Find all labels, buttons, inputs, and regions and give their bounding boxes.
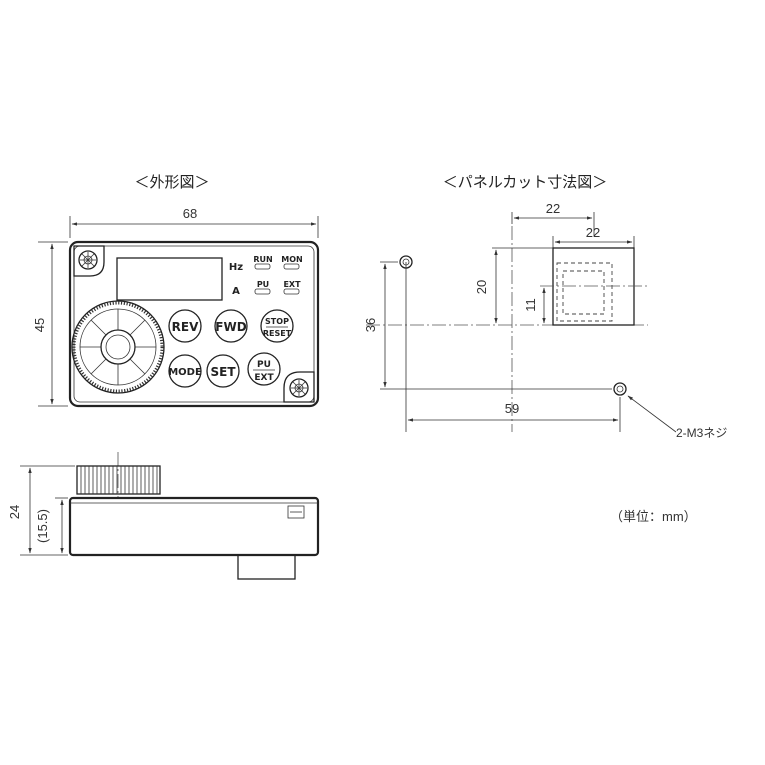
dim-20: 20 bbox=[474, 280, 489, 294]
outline-title: ＜外形図＞ bbox=[134, 173, 209, 191]
dim-22-top: 22 bbox=[546, 201, 560, 216]
dim-59: 59 bbox=[505, 401, 519, 416]
screw-top-left bbox=[73, 245, 105, 277]
mount-hole-bottom bbox=[613, 382, 627, 396]
display-window bbox=[116, 257, 223, 301]
body-inner-edge bbox=[73, 245, 315, 403]
svg-text:EXT: EXT bbox=[254, 373, 274, 383]
svg-text:FWD: FWD bbox=[215, 320, 246, 334]
svg-text:STOP: STOP bbox=[265, 317, 289, 326]
led-mon bbox=[283, 263, 300, 270]
label-pu: PU bbox=[257, 280, 269, 289]
dim-45: 45 bbox=[32, 318, 47, 332]
mount-hole-top bbox=[399, 255, 413, 269]
label-ext: EXT bbox=[283, 280, 301, 289]
label-mon: MON bbox=[281, 255, 302, 264]
dim-24: 24 bbox=[7, 505, 22, 519]
dim-15-5: (15.5) bbox=[35, 509, 50, 543]
label-run: RUN bbox=[253, 255, 272, 264]
unit-note: （単位：mm） bbox=[610, 509, 697, 524]
outline-side-view: 24 (15.5) bbox=[7, 452, 320, 580]
dim-36: 36 bbox=[363, 318, 378, 332]
rev-button: REV bbox=[168, 309, 202, 343]
outline-front-view: 68 45 Hz A bbox=[32, 206, 320, 408]
side-screw bbox=[287, 505, 305, 519]
label-hz: Hz bbox=[229, 262, 243, 273]
svg-text:PU: PU bbox=[257, 360, 271, 370]
svg-text:RESET: RESET bbox=[263, 329, 292, 338]
pu-ext-button: PU EXT bbox=[247, 352, 281, 386]
led-run bbox=[254, 263, 271, 270]
panel-cut-view: 36 59 22 22 20 11 2-M3ネジ bbox=[363, 201, 727, 440]
body-outline bbox=[68, 240, 320, 408]
dim-68: 68 bbox=[183, 206, 197, 221]
svg-text:MODE: MODE bbox=[168, 367, 202, 378]
panel-cut-title: ＜パネルカット寸法図＞ bbox=[443, 173, 608, 191]
screw-leader bbox=[627, 395, 677, 433]
screw-label: 2-M3ネジ bbox=[676, 426, 727, 440]
led-pu bbox=[254, 288, 271, 295]
dim-11: 11 bbox=[523, 298, 538, 312]
svg-text:REV: REV bbox=[172, 320, 199, 334]
stop-reset-button: STOP RESET bbox=[260, 309, 294, 343]
side-knob bbox=[76, 465, 161, 495]
screw-bottom-right bbox=[283, 371, 315, 403]
mode-button: MODE bbox=[168, 354, 202, 388]
svg-text:SET: SET bbox=[210, 365, 236, 379]
label-a: A bbox=[232, 286, 240, 297]
hidden-outline bbox=[556, 262, 613, 322]
panel-cutout bbox=[552, 247, 635, 326]
setting-dial bbox=[71, 300, 165, 394]
led-ext bbox=[283, 288, 300, 295]
side-body bbox=[68, 496, 320, 557]
fwd-button: FWD bbox=[214, 309, 248, 343]
set-button: SET bbox=[206, 354, 240, 388]
side-connector bbox=[237, 554, 296, 580]
dim-22-inner: 22 bbox=[586, 225, 600, 240]
